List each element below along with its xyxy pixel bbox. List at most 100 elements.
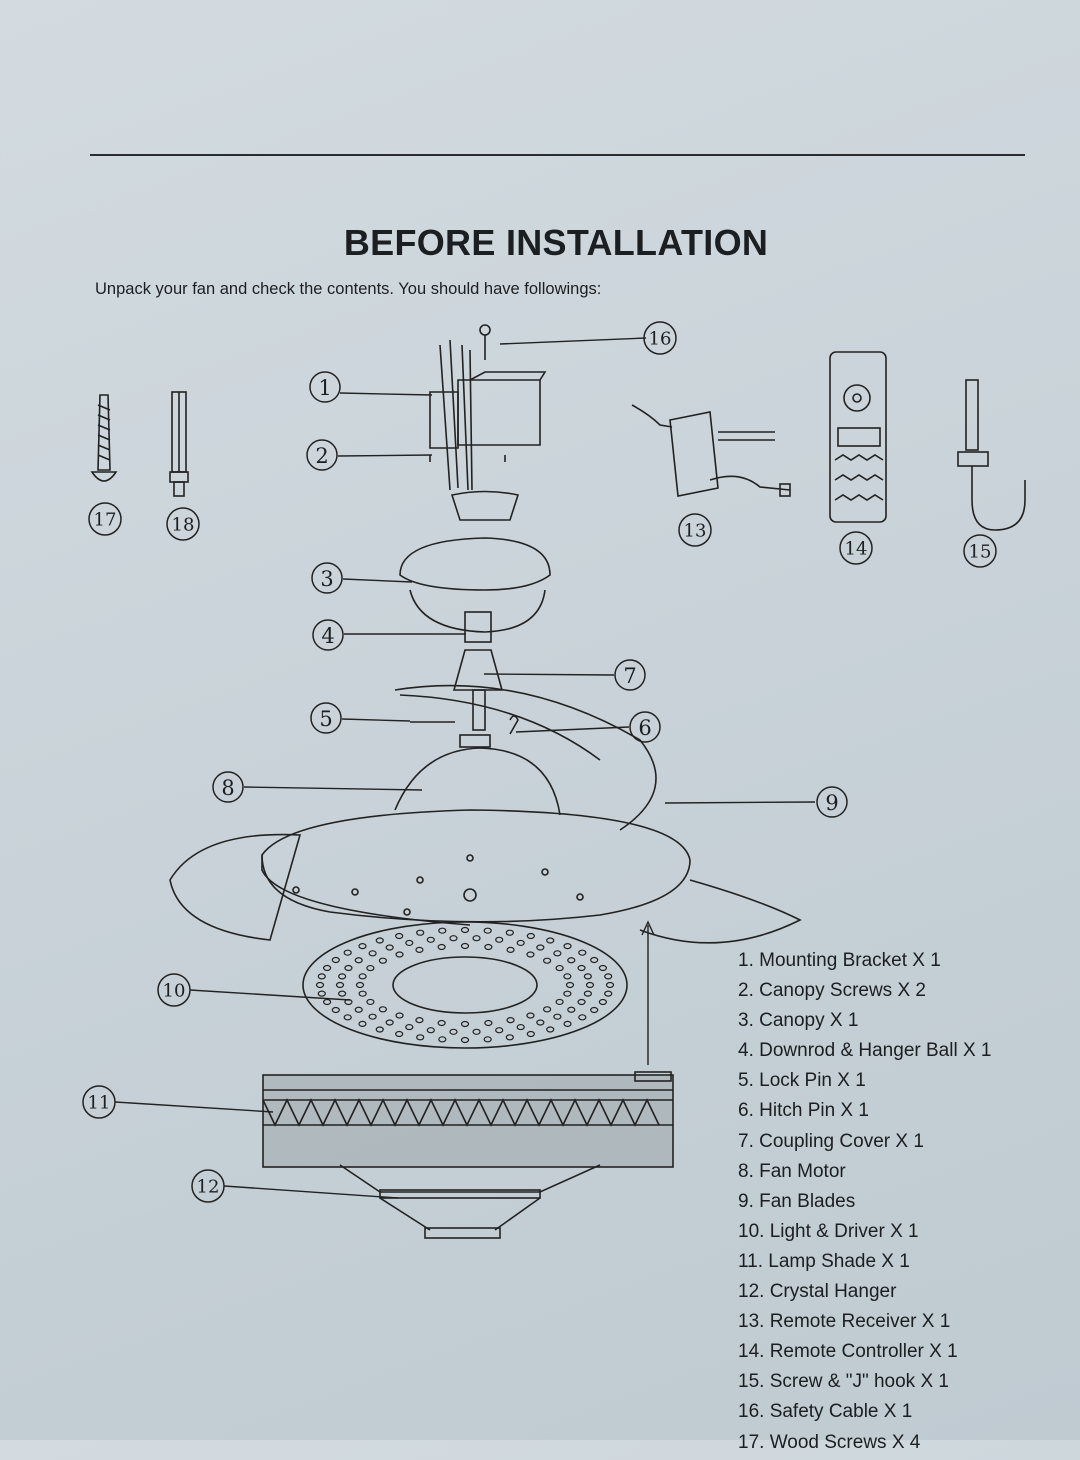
led-dot bbox=[395, 951, 404, 958]
callout-15: 15 bbox=[963, 534, 997, 568]
parts-list-item: 11. Lamp Shade X 1 bbox=[738, 1250, 910, 1272]
fan-blades-illustration bbox=[169, 684, 802, 944]
leader-lines bbox=[114, 337, 816, 1199]
svg-text:2: 2 bbox=[315, 444, 328, 468]
led-dot bbox=[338, 973, 347, 980]
led-dot bbox=[460, 1020, 470, 1028]
crystal-hanger-illustration bbox=[339, 1164, 601, 1239]
led-dot bbox=[437, 943, 446, 951]
led-dot bbox=[405, 1023, 414, 1031]
led-dot bbox=[366, 998, 375, 1006]
header-rule bbox=[90, 154, 1025, 156]
led-dot bbox=[484, 1019, 493, 1027]
led-dot bbox=[331, 1006, 340, 1014]
parts-list-item: 8. Fan Motor bbox=[738, 1160, 846, 1182]
svg-text:14: 14 bbox=[845, 539, 868, 560]
led-dot bbox=[598, 998, 608, 1006]
led-dot bbox=[472, 1028, 481, 1035]
led-dot bbox=[368, 1013, 377, 1020]
led-dot bbox=[449, 935, 458, 942]
parts-list-item: 9. Fan Blades bbox=[738, 1190, 856, 1212]
callout-16: 16 bbox=[643, 321, 677, 355]
led-dot bbox=[495, 936, 504, 943]
led-dot bbox=[366, 964, 375, 972]
callout-5: 5 bbox=[310, 702, 342, 734]
svg-text:1: 1 bbox=[318, 376, 331, 400]
led-dot bbox=[378, 957, 388, 964]
led-dot bbox=[343, 1014, 352, 1021]
parts-list-item: 5. Lock Pin X 1 bbox=[738, 1070, 866, 1092]
led-dot bbox=[506, 1017, 515, 1024]
led-dot bbox=[358, 990, 367, 997]
led-dot bbox=[578, 1014, 587, 1021]
led-dot bbox=[565, 981, 575, 989]
led-dot bbox=[583, 990, 592, 997]
led-dot bbox=[577, 998, 586, 1006]
led-dot bbox=[368, 950, 377, 957]
led-dot bbox=[590, 1006, 599, 1014]
led-dot bbox=[415, 1017, 424, 1024]
intro-text: Unpack your fan and check the contents. … bbox=[95, 280, 602, 298]
led-dot bbox=[567, 1006, 576, 1013]
led-dot bbox=[354, 1006, 363, 1013]
svg-text:10: 10 bbox=[163, 981, 186, 1002]
j-hook-illustration bbox=[957, 379, 1026, 531]
led-dot bbox=[460, 926, 470, 934]
callout-18: 18 bbox=[166, 507, 200, 541]
svg-text:9: 9 bbox=[825, 791, 838, 815]
callout-14: 14 bbox=[839, 531, 873, 565]
svg-text:12: 12 bbox=[197, 1177, 220, 1198]
parts-list-item: 16. Safety Cable X 1 bbox=[738, 1401, 913, 1423]
led-dot bbox=[506, 946, 515, 953]
led-dot bbox=[526, 1030, 535, 1038]
led-dot bbox=[563, 973, 572, 980]
led-dot bbox=[563, 943, 572, 950]
parts-list-item: 4. Downrod & Hanger Ball X 1 bbox=[738, 1040, 992, 1062]
callout-7: 7 bbox=[614, 659, 646, 691]
wood-screw-illustration bbox=[90, 394, 118, 482]
callout-13: 13 bbox=[678, 513, 712, 547]
led-dot bbox=[344, 964, 353, 972]
led-dot bbox=[385, 944, 394, 951]
led-dot bbox=[526, 951, 535, 958]
led-dot bbox=[438, 1036, 447, 1043]
svg-text:4: 4 bbox=[321, 624, 334, 648]
led-dot bbox=[553, 1013, 562, 1020]
led-dot bbox=[437, 1019, 446, 1027]
canopy-illustration bbox=[399, 490, 551, 633]
led-dot bbox=[585, 981, 595, 989]
callout-1: 1 bbox=[309, 371, 341, 403]
led-dot bbox=[317, 973, 326, 980]
led-dot bbox=[416, 929, 425, 936]
led-dot bbox=[526, 932, 535, 940]
parts-list-item: 14. Remote Controller X 1 bbox=[738, 1341, 958, 1363]
svg-text:11: 11 bbox=[88, 1093, 111, 1114]
callout-12: 12 bbox=[191, 1169, 225, 1203]
svg-text:7: 7 bbox=[623, 664, 636, 688]
svg-text:16: 16 bbox=[649, 329, 672, 350]
led-dot bbox=[358, 943, 367, 950]
remote-controller-illustration bbox=[829, 351, 887, 523]
parts-list-item: 10. Light & Driver X 1 bbox=[738, 1220, 919, 1242]
led-dot bbox=[385, 1019, 394, 1026]
led-dot bbox=[395, 932, 404, 940]
led-dot bbox=[526, 1012, 535, 1019]
led-dot bbox=[546, 1026, 555, 1033]
led-dot bbox=[355, 981, 365, 989]
led-dot bbox=[405, 939, 414, 947]
svg-text:6: 6 bbox=[638, 716, 651, 740]
led-dot bbox=[395, 1030, 404, 1038]
led-light-illustration bbox=[302, 921, 628, 1049]
callout-3: 3 bbox=[311, 562, 343, 594]
led-dot bbox=[378, 1006, 388, 1013]
led-dot bbox=[604, 990, 613, 997]
svg-text:13: 13 bbox=[684, 521, 707, 542]
led-dot bbox=[536, 944, 545, 951]
led-dot bbox=[375, 937, 384, 944]
svg-text:3: 3 bbox=[320, 567, 333, 591]
led-dot bbox=[553, 950, 562, 957]
parts-list-item: 17. Wood Screws X 4 bbox=[738, 1431, 921, 1453]
led-dot bbox=[546, 937, 555, 944]
parts-list-item: 2. Canopy Screws X 2 bbox=[738, 980, 926, 1002]
led-dot bbox=[604, 973, 613, 980]
